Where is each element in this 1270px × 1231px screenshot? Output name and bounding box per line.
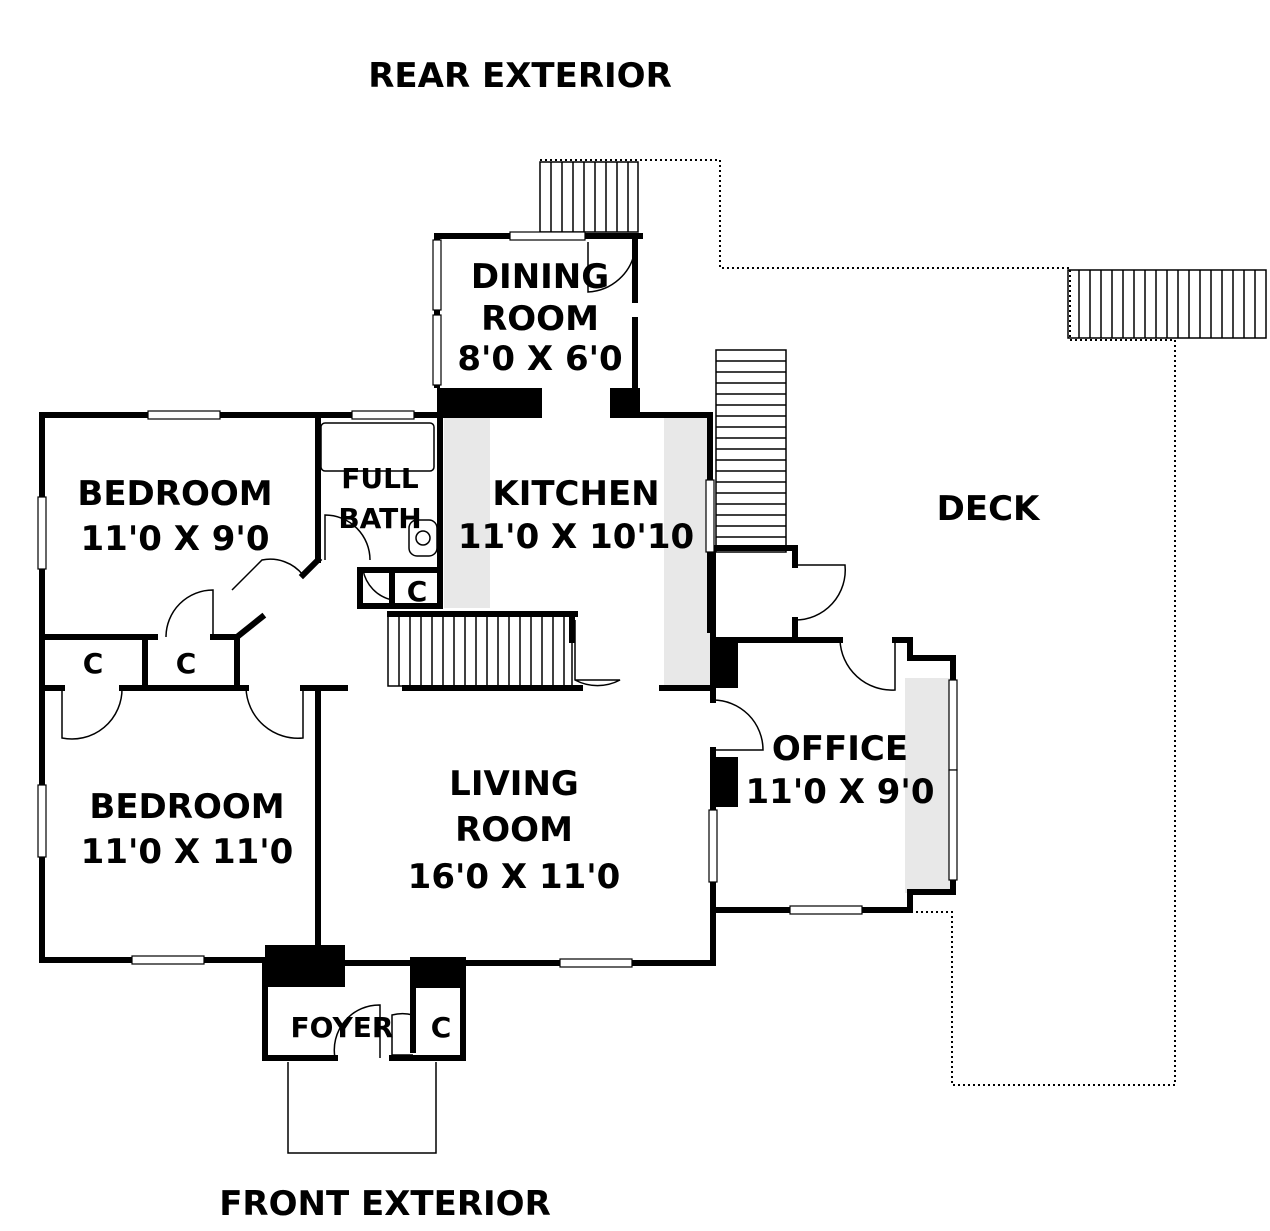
kitchen-counter-left: [444, 418, 490, 608]
bedroom-bottom-label: BEDROOM: [89, 787, 284, 827]
kitchen-size: 11'0 X 10'10: [458, 517, 694, 557]
bedroom-top-label: BEDROOM: [77, 474, 272, 514]
bedroom-bottom-size: 11'0 X 11'0: [81, 832, 294, 872]
wall-block: [710, 757, 738, 807]
living-room-label-2: ROOM: [455, 810, 573, 850]
side-stairs: [715, 349, 787, 553]
bath-fixtures: [320, 422, 438, 557]
wall-block: [710, 640, 738, 688]
wall-block: [265, 945, 345, 987]
bath-closet-label: C: [407, 575, 428, 608]
front-exterior-heading: FRONT EXTERIOR: [219, 1184, 551, 1224]
interior-stairs: [387, 615, 573, 687]
front-porch: [287, 1062, 437, 1154]
dining-room-size: 8'0 X 6'0: [457, 339, 622, 379]
living-room-size: 16'0 X 11'0: [408, 857, 621, 897]
office-size: 11'0 X 9'0: [746, 772, 935, 812]
closet-mid-label: C: [176, 647, 197, 680]
rear-stairs: [539, 161, 639, 233]
dining-room-label-2: ROOM: [481, 299, 599, 339]
full-bath-label-2: BATH: [338, 502, 421, 535]
kitchen-label: KITCHEN: [492, 474, 659, 514]
closet-left-label: C: [83, 647, 104, 680]
deck-label: DECK: [937, 489, 1041, 529]
wall-block: [437, 388, 542, 418]
dining-room-label: DINING: [471, 257, 609, 297]
wall-block: [610, 388, 640, 418]
foyer-closet-label: C: [431, 1011, 452, 1044]
office-bay-area: [905, 678, 951, 893]
foyer-label: FOYER: [291, 1011, 394, 1044]
office-label: OFFICE: [772, 729, 908, 769]
living-room-label: LIVING: [449, 764, 579, 804]
doors: [61, 242, 896, 1059]
full-bath-label: FULL: [341, 462, 419, 495]
windows: [37, 231, 958, 968]
wall-block: [413, 958, 463, 988]
kitchen-counter-right: [664, 418, 710, 690]
rear-exterior-heading: REAR EXTERIOR: [368, 56, 672, 96]
bedroom-top-size: 11'0 X 9'0: [81, 519, 270, 559]
